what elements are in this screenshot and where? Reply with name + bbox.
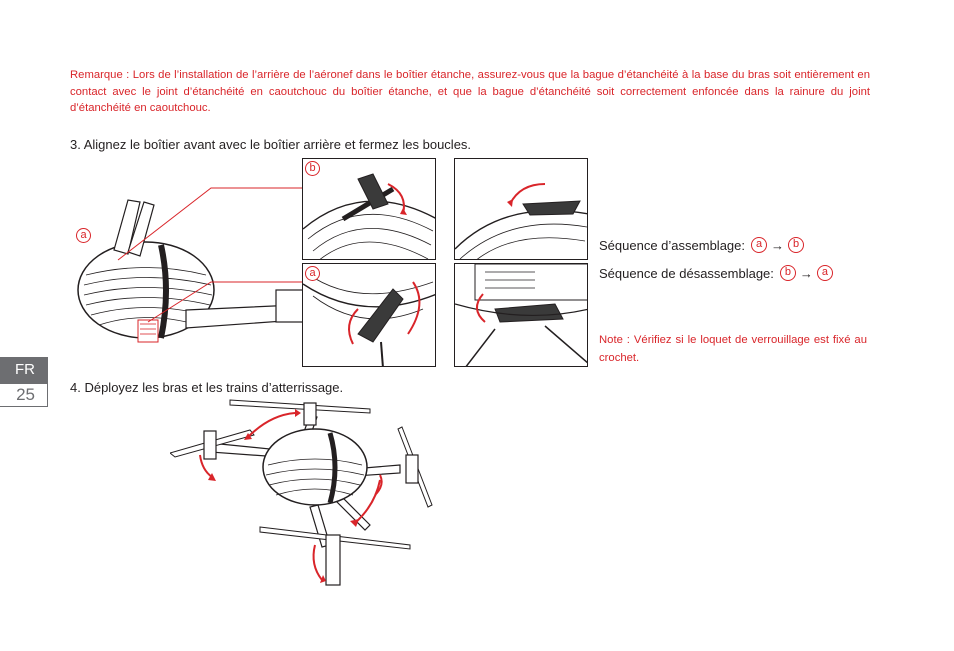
disassembly-arrow: → (799, 265, 813, 281)
assembly-sequence: Séquence d’assemblage: a → b (599, 237, 806, 253)
callout-a-panel: a (305, 266, 320, 281)
drone-deployed-illustration (170, 399, 433, 586)
latch-opening-illustration (455, 183, 587, 259)
detail-panel-bottom-right (454, 263, 588, 367)
drone-assembly-illustration (77, 187, 305, 343)
page-number: 25 (16, 385, 35, 404)
remark-text: Remarque : Lors de l’installation de l’a… (70, 69, 870, 114)
page-number-box: 25 (0, 383, 48, 407)
assembly-label: Séquence d’assemblage: (599, 237, 745, 253)
step-4-text: 4. Déployez les bras et les trains d’att… (70, 380, 344, 395)
hook-release-illustration (455, 264, 587, 366)
note-text: Note : Vérifiez si le loquet de verrouil… (599, 334, 867, 364)
detail-panel-b-top-left (302, 158, 436, 260)
disassembly-sequence: Séquence de désassemblage: b → a (599, 265, 835, 281)
step-3-text: 3. Alignez le boîtier avant avec le boît… (70, 137, 472, 152)
callout-b-panel: b (305, 161, 320, 176)
disassembly-step-b: b (779, 265, 796, 281)
language-tab: FR (0, 357, 48, 383)
detail-panel-a-bottom-left (302, 263, 436, 367)
callout-a-main: a (76, 228, 91, 243)
language-label: FR (15, 361, 35, 378)
disassembly-label: Séquence de désassemblage: (599, 265, 774, 281)
assembly-step-a: a (751, 237, 767, 253)
hook-engage-illustration (303, 273, 435, 366)
assembly-step-b: b (788, 237, 804, 253)
latch-closing-illustration (303, 173, 435, 259)
disassembly-step-a: a (816, 265, 833, 281)
detail-panel-top-right (454, 158, 588, 260)
assembly-arrow: → (771, 237, 784, 253)
